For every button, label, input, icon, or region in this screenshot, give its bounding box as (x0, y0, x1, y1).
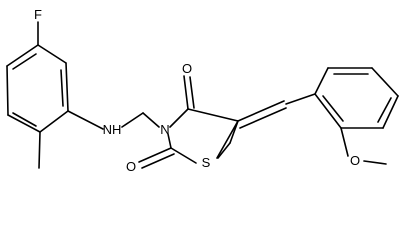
exocyclic-double-bond (237, 100, 285, 122)
double-bond-inner (12, 53, 37, 70)
bond-methyl (38, 131, 41, 169)
bond (170, 147, 197, 164)
fluorophenyl-ring (6, 44, 69, 133)
bond (169, 108, 189, 128)
bond (285, 93, 316, 105)
bond (167, 133, 172, 149)
bond-aryl-nh (67, 110, 104, 130)
bond-aryl-o (340, 127, 349, 157)
exocyclic-double-bond (239, 107, 287, 129)
bond (314, 67, 329, 95)
atom-fluorine: F (34, 7, 42, 22)
atom-amine-nh: NH (103, 122, 122, 137)
bond (371, 67, 399, 97)
carbonyl-bond (141, 153, 175, 169)
bond (6, 65, 9, 116)
bond (37, 44, 67, 64)
bond (39, 110, 69, 133)
atom-oxygen-c4: O (182, 61, 192, 76)
molecule-structure: F NH N S O O O (6, 7, 399, 174)
bond (187, 108, 239, 122)
atom-labels: F NH N S O O O (34, 7, 360, 174)
double-bond-inner (377, 97, 392, 123)
bond-nh-ch2 (121, 112, 144, 128)
thiazolidinedione-ring (167, 108, 239, 164)
bond-o-methyl (363, 160, 387, 165)
atom-oxygen-methoxy: O (350, 153, 360, 168)
bond (7, 114, 41, 133)
double-bond-inner (322, 95, 344, 122)
bond (382, 95, 399, 129)
bond (229, 120, 239, 144)
bond-ch2-n (142, 112, 160, 128)
double-bond-inner (60, 69, 64, 107)
double-bond-inner (12, 112, 37, 127)
bond (217, 142, 231, 159)
carbonyl-bond (183, 75, 189, 110)
bond (6, 44, 39, 67)
atom-oxygen-c2: O (126, 159, 136, 174)
carbonyl-bond (189, 76, 195, 109)
methoxyphenyl-ring (285, 67, 399, 129)
atom-ring-nitrogen: N (160, 122, 169, 137)
carbonyl-bond (138, 147, 172, 163)
bond (314, 93, 342, 129)
atom-sulfur: S (202, 155, 211, 170)
bond (216, 120, 239, 159)
bond (65, 62, 69, 112)
